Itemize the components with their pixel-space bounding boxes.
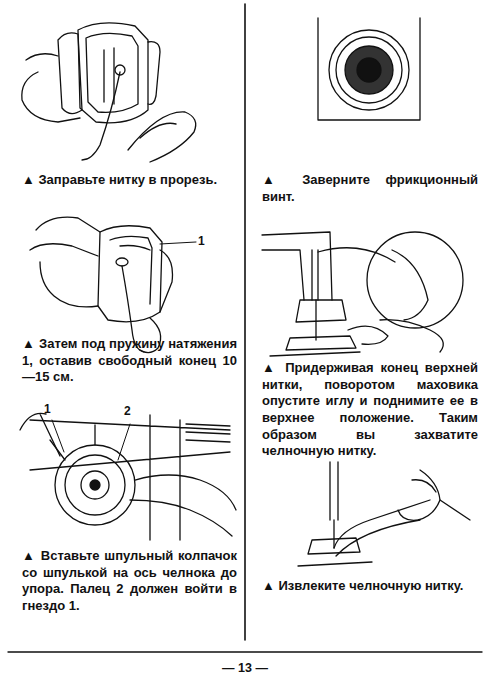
leader-line	[160, 242, 196, 244]
footer-rule	[8, 651, 482, 652]
shuttle-illustration	[20, 413, 236, 540]
bobbin-case-illustration	[22, 23, 196, 162]
needle-plate-illustration	[298, 462, 470, 566]
tension-spring-illustration	[30, 217, 196, 352]
friction-screw-illustration	[318, 18, 420, 120]
callout-number: 1	[198, 234, 212, 249]
instruction-text: ▲ Затем под пружину натяжения 1, оставив…	[22, 336, 237, 386]
callout-number: 1	[44, 402, 58, 417]
instruction-text: ▲ Заправьте нитку в прорезь.	[22, 172, 237, 189]
callout-number: 2	[124, 404, 138, 419]
instruction-text: ▲ Заверните фрикционный винт.	[262, 172, 478, 205]
leader-line	[118, 424, 130, 460]
page-number: — 13 —	[195, 660, 295, 676]
machine-head-illustration	[262, 232, 463, 356]
instruction-text: ▲ Придерживая конец верхней нитки, повор…	[262, 360, 478, 460]
instruction-text: ▲ Вставьте шпульный колпачок со шпулькой…	[22, 548, 237, 615]
leader-line	[52, 420, 64, 452]
instruction-text: ▲ Извлеките челночную нитку.	[262, 578, 478, 595]
column-divider	[244, 4, 246, 640]
